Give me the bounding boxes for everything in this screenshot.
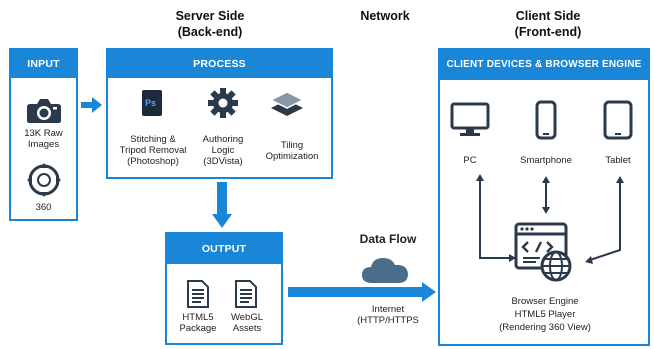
client-side-header: Client Side (Front-end) [488, 8, 608, 40]
pc-monitor-icon [450, 102, 490, 136]
internet-label: Internet (HTTP/HTTPS [357, 304, 419, 326]
client-box: CLIENT DEVICES & BROWSER ENGINE PC Smart… [438, 48, 650, 346]
pc-label: PC [463, 155, 477, 166]
data-flow-label: Data Flow [359, 232, 417, 246]
smartphone-label: Smartphone [520, 155, 572, 166]
gear-icon [208, 88, 238, 118]
arrow-output-to-client [288, 282, 436, 302]
client-title: CLIENT DEVICES & BROWSER ENGINE [440, 50, 648, 80]
process-box: PROCESS Ps Stitching & Tripod Removal (P… [106, 48, 333, 179]
camera-icon [27, 99, 61, 123]
arrow-process-to-output [212, 182, 232, 228]
tablet-label: Tablet [605, 155, 631, 166]
webgl-document-icon [235, 280, 257, 308]
browser-engine-label: Browser Engine HTML5 Player (Rendering 3… [499, 296, 591, 333]
server-side-subtitle: (Back-end) [177, 25, 243, 39]
tablet-icon [603, 100, 633, 140]
smartphone-icon [535, 100, 557, 140]
input-box: INPUT 13K Raw Images 360 [9, 48, 78, 221]
process-title: PROCESS [108, 50, 331, 78]
server-side-header: Server Side (Back-end) [150, 8, 270, 40]
raw-images-label: 13K Raw Images [24, 128, 63, 150]
layers-icon [269, 91, 305, 116]
cloud-icon [362, 258, 408, 283]
arrow-input-to-process [81, 97, 102, 113]
photoshop-icon: Ps [142, 90, 162, 116]
tablet-connector [589, 182, 621, 261]
pc-connector [479, 180, 510, 259]
tiling-label: Tiling Optimization [265, 140, 319, 162]
stitching-label: Stitching & Tripod Removal (Photoshop) [119, 134, 187, 167]
client-side-title: Client Side [515, 9, 581, 23]
client-side-subtitle: (Front-end) [514, 25, 582, 39]
webgl-assets-label: WebGL Assets [230, 312, 264, 334]
authoring-label: Authoring Logic (3DVista) [202, 134, 244, 167]
output-box: OUTPUT HTML5 Package WebGL Assets [165, 232, 283, 345]
browser-engine-icon [514, 222, 572, 282]
html5-package-label: HTML5 Package [179, 312, 217, 334]
html-document-icon [187, 280, 209, 308]
network-header: Network [360, 9, 410, 23]
input-title: INPUT [11, 50, 76, 78]
device-connectors [476, 174, 624, 264]
pano-360-label: 360 [35, 202, 52, 213]
output-title: OUTPUT [167, 234, 281, 264]
server-side-title: Server Side [175, 9, 245, 23]
panorama-360-icon [27, 163, 61, 197]
